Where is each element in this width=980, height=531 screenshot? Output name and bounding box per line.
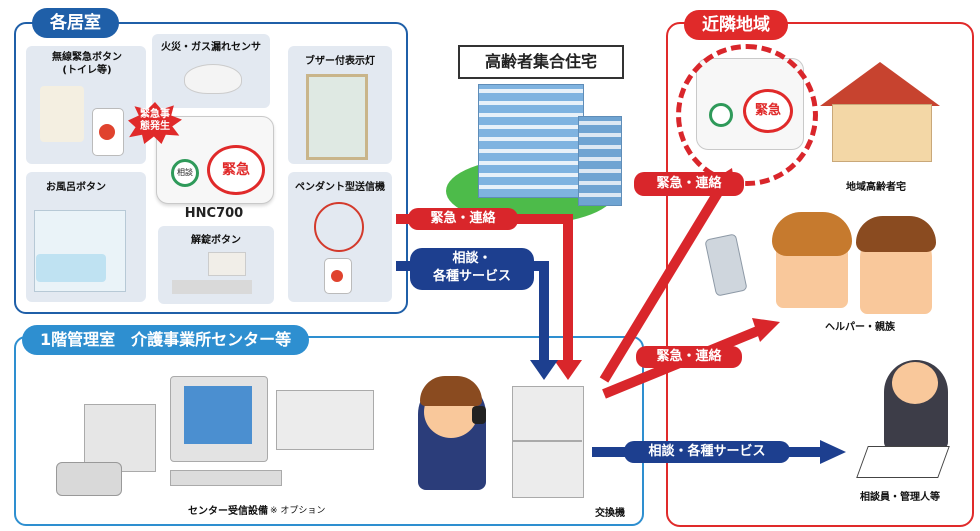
exchange-label: 交換機 <box>595 508 625 519</box>
crt-screen <box>184 386 252 444</box>
unlock-button-device <box>208 252 246 276</box>
fire-gas-sensor-tile <box>152 34 270 108</box>
emergency-arrow-room-head <box>554 360 582 380</box>
elderly-home-label: 地域高齢者宅 <box>846 182 906 193</box>
fire-gas-sensor-label: 火災・ガス漏れセンサ <box>161 42 261 53</box>
consultant-face <box>892 362 938 404</box>
hnc700-label: HNC700 <box>184 206 244 221</box>
headset-icon <box>472 406 486 424</box>
helper-hair <box>772 212 852 256</box>
room-panel <box>14 22 408 314</box>
unlock-button-label: 解錠ボタン <box>191 235 241 246</box>
exchange-unit <box>512 386 584 498</box>
keyboard <box>170 470 282 486</box>
apartment-building-wing <box>578 116 622 206</box>
pendant-transmitter-label: ペンダント型送信機 <box>295 182 385 193</box>
option-note: ※ オプション <box>270 506 326 516</box>
pendant-red-dot <box>331 270 343 282</box>
wireless-button-tile <box>26 46 146 164</box>
printer <box>276 390 374 450</box>
sensor-illustration <box>184 64 242 94</box>
apartment-building <box>478 84 584 198</box>
service-arrow-room-head <box>530 360 558 380</box>
operator-hair <box>420 376 482 406</box>
consultant-label: 相談員・管理人等 <box>860 492 940 503</box>
unlock-button-tile <box>158 226 274 304</box>
consult-button: 相談 <box>171 159 199 187</box>
buzzer-lamp-tile <box>288 46 392 164</box>
wireless-button-red-dot <box>99 124 115 140</box>
pc-tower <box>84 404 156 472</box>
exchange-unit-divider <box>512 440 582 442</box>
management-panel <box>14 336 644 526</box>
management-section-title: 1階管理室 介護事業所センター等 <box>22 325 310 355</box>
buzzer-lamp-label: ブザー付表示灯 <box>305 56 375 67</box>
room-section-title: 各居室 <box>32 8 119 38</box>
building-label: 高齢者集合住宅 <box>458 45 624 79</box>
family-hair <box>856 216 936 252</box>
window-illustration <box>306 74 368 160</box>
bath-button-tile <box>26 172 146 302</box>
emergency-label-helper: 緊急・連絡 <box>636 346 742 368</box>
wireless-button-label: 無線緊急ボタン (トイレ等) <box>52 52 122 76</box>
service-label-consultant: 相談・各種サービス <box>624 441 790 463</box>
toilet-illustration <box>40 86 84 142</box>
emergency-label-room: 緊急・連絡 <box>408 208 518 230</box>
region-device-highlight-circle <box>676 44 818 186</box>
pendant-cord <box>314 202 364 252</box>
emergency-button: 緊急 <box>207 145 265 195</box>
desk-phone <box>56 462 122 496</box>
emergency-label-home: 緊急・連絡 <box>634 172 744 196</box>
helper-family-label: ヘルパー・親族 <box>825 322 895 333</box>
region-section-title: 近隣地域 <box>684 10 788 40</box>
bath-button-label: お風呂ボタン <box>46 182 106 193</box>
emergency-arrow-helper-head <box>752 318 780 342</box>
service-label-room: 相談・ 各種サービス <box>410 248 534 290</box>
pendant-transmitter-tile <box>288 172 392 302</box>
service-arrow-consultant-head <box>820 440 846 464</box>
unlock-button-plate <box>172 280 252 294</box>
center-equipment-label: センター受信設備 <box>188 506 268 517</box>
emergency-arrow-home-shaft <box>599 183 727 383</box>
hnc700-device: 相談 緊急 <box>156 116 274 204</box>
emergency-occurred-text: 緊急事 態発生 <box>140 109 170 132</box>
house-body <box>832 104 932 162</box>
bathtub-illustration <box>36 254 106 282</box>
